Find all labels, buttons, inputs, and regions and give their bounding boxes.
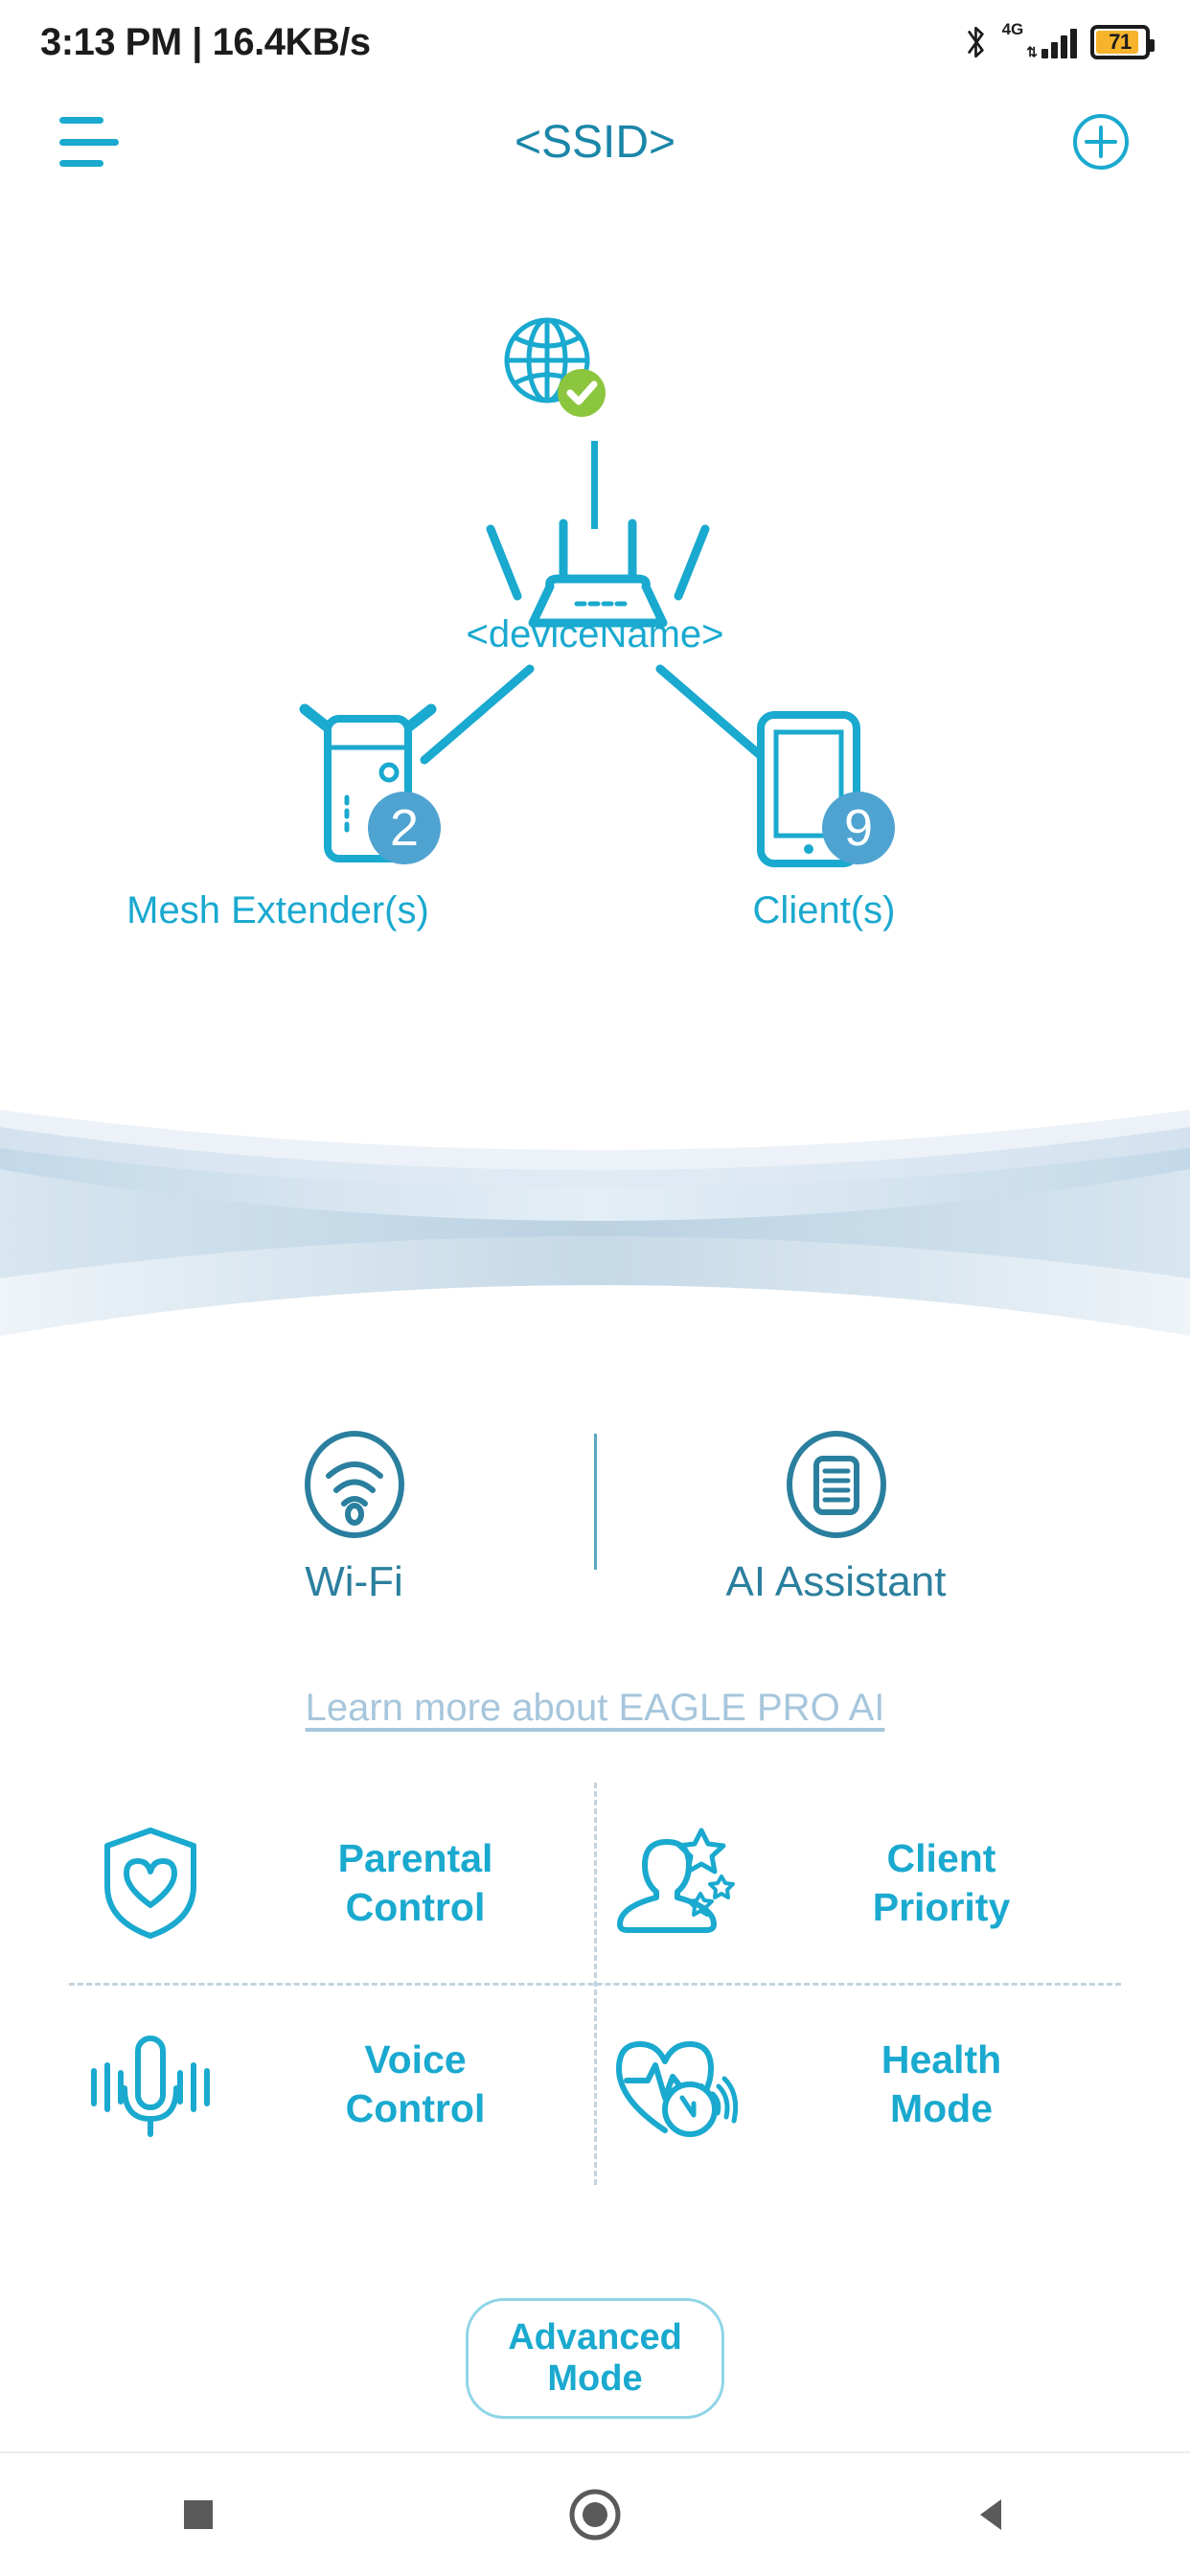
battery-percent-label: 71 — [1109, 30, 1132, 54]
heart-pulse-clock-icon — [605, 2027, 748, 2142]
circle-home-icon — [569, 2489, 621, 2541]
quick-feature-row: Wi-Fi AI Assistant — [0, 1428, 1190, 1620]
feature-row-divider — [593, 1434, 597, 1570]
signal-icon: 4G ⇅ — [1002, 21, 1077, 59]
network-type-label: 4G — [1001, 20, 1024, 38]
grid-item-health-mode[interactable]: Health Mode — [595, 1984, 1121, 2185]
network-topology: <deviceName> 2 Mesh Extender(s) 9 — [0, 199, 1190, 1110]
topology-branch-lines — [420, 664, 770, 765]
client-count-badge — [822, 792, 895, 864]
router-label: <deviceName> — [466, 613, 724, 656]
grid-item-voice-control-label: Voice Control — [345, 2036, 486, 2130]
grid-item-client-priority[interactable]: Client Priority — [595, 1782, 1121, 1984]
bluetooth-icon — [967, 26, 984, 58]
advanced-mode-button[interactable]: Advanced Mode — [466, 2298, 724, 2419]
mesh-extender-icon[interactable]: 2 — [287, 698, 460, 880]
app-header: <SSID> — [0, 84, 1190, 199]
status-bar: 3:13 PM | 16.4KB/s 4G ⇅ 71 — [0, 0, 1190, 84]
back-button[interactable] — [934, 2457, 1049, 2572]
feature-wifi[interactable]: Wi-Fi — [172, 1428, 537, 1606]
feature-ai-assistant[interactable]: AI Assistant — [654, 1428, 1018, 1606]
page-title: <SSID> — [514, 116, 676, 168]
decorative-wave-band — [0, 1110, 1190, 1351]
advanced-mode-row: Advanced Mode — [0, 2298, 1190, 2419]
learn-more-link[interactable]: Learn more about EAGLE PRO AI — [305, 1687, 885, 1729]
status-icons: 4G ⇅ 71 — [964, 21, 1155, 61]
wifi-icon — [304, 1431, 404, 1538]
check-icon — [558, 369, 606, 417]
globe-icon[interactable] — [497, 312, 612, 427]
feature-ai-assistant-label: AI Assistant — [725, 1558, 947, 1605]
router-icon[interactable] — [464, 516, 732, 631]
microphone-icon — [79, 2029, 222, 2140]
grid-item-parental-control-label: Parental Control — [337, 1835, 493, 1929]
client-count: 9 — [844, 799, 873, 857]
triangle-back-icon — [980, 2499, 1001, 2530]
mesh-extender-count: 2 — [390, 799, 419, 857]
battery-icon: 71 — [1090, 25, 1155, 59]
recent-apps-button[interactable] — [141, 2457, 256, 2572]
shield-heart-icon — [79, 1823, 222, 1944]
client-label: Client(s) — [752, 889, 896, 932]
ai-assistant-icon — [786, 1431, 886, 1538]
learn-more-row: Learn more about EAGLE PRO AI — [0, 1687, 1190, 1730]
mesh-extender-count-badge — [368, 792, 441, 864]
smartphone-icon[interactable]: 9 — [738, 698, 910, 880]
home-button[interactable] — [538, 2457, 652, 2572]
grid-item-health-mode-label: Health Mode — [881, 2036, 1002, 2130]
grid-item-voice-control[interactable]: Voice Control — [69, 1984, 595, 2185]
signal-bars-icon — [1041, 26, 1077, 58]
mesh-extender-label: Mesh Extender(s) — [126, 889, 429, 932]
grid-item-parental-control[interactable]: Parental Control — [69, 1782, 595, 1984]
feature-wifi-label: Wi-Fi — [305, 1558, 403, 1605]
system-nav-bar — [0, 2451, 1190, 2576]
person-stars-icon — [605, 1823, 748, 1944]
grid-item-client-priority-label: Client Priority — [872, 1835, 1011, 1929]
status-time-and-speed: 3:13 PM | 16.4KB/s — [40, 20, 371, 63]
grid-horizontal-divider — [69, 1983, 1121, 1986]
plus-circle-icon[interactable] — [1071, 112, 1131, 172]
square-recent-icon — [184, 2500, 213, 2529]
hamburger-menu-icon[interactable] — [59, 117, 119, 167]
feature-grid: Parental Control Client Priority — [69, 1782, 1121, 2185]
signal-arrows-icon: ⇅ — [1026, 44, 1038, 59]
link-internet-router — [591, 441, 598, 529]
